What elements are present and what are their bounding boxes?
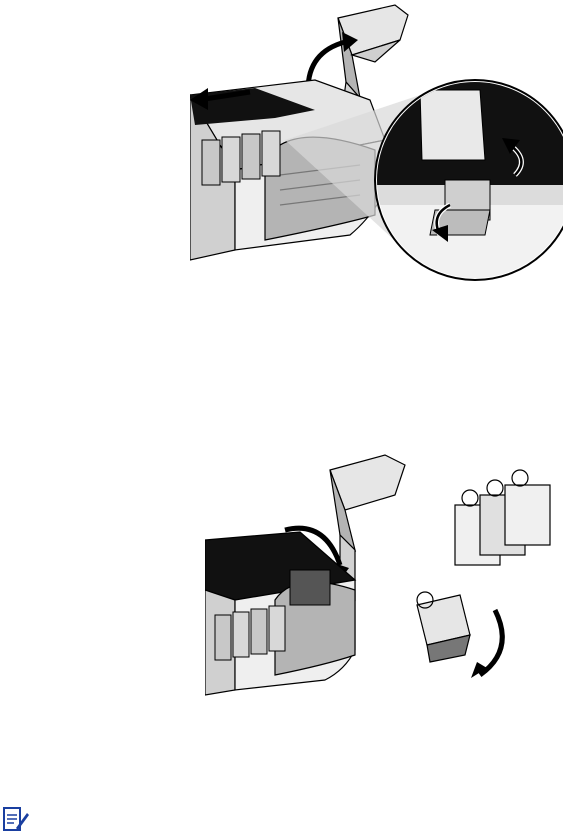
- printer-open-latch-illustration: [190, 0, 563, 290]
- note-pencil-icon: [2, 804, 30, 836]
- tape-pull-arrow-icon: [471, 610, 502, 678]
- printer-close-cover-illustration: [205, 450, 563, 718]
- printheads-group: [455, 470, 550, 565]
- printer-open-latch-figure: [190, 0, 563, 290]
- printhead-tape-removal: [417, 592, 470, 662]
- printer-close-cover-figure: [205, 450, 563, 718]
